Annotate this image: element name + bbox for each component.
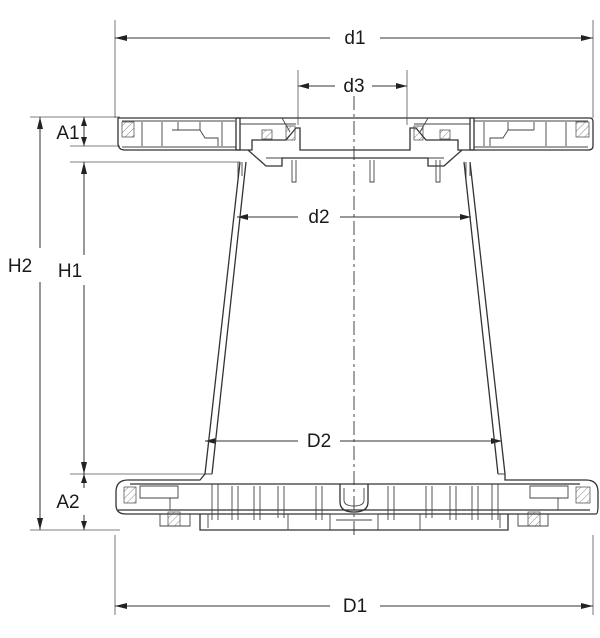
dimension-H1 <box>81 162 87 474</box>
dimension-d1 <box>115 35 593 41</box>
label-H2: H2 <box>8 256 32 277</box>
label-d1: d1 <box>344 28 365 49</box>
top-head-plate <box>117 117 594 183</box>
dimension-H2 <box>37 117 43 530</box>
label-d2: d2 <box>308 207 329 228</box>
label-D2: D2 <box>307 431 331 452</box>
label-A2: A2 <box>56 492 79 513</box>
tapered-body <box>204 161 506 475</box>
label-d3: d3 <box>343 76 364 97</box>
dimension-d2 <box>237 214 471 220</box>
extension-lines <box>30 20 594 615</box>
label-H1: H1 <box>58 261 82 282</box>
dimension-A2 <box>81 474 87 530</box>
dimension-labels: d1 d3 d2 D2 D1 A1 H1 H2 A2 <box>8 28 367 617</box>
label-D1: D1 <box>343 596 367 617</box>
base-plate <box>115 473 599 531</box>
label-A1: A1 <box>56 123 79 144</box>
dimension-D2 <box>205 438 502 444</box>
dimension-A1 <box>81 117 87 146</box>
dimension-D1 <box>115 603 593 609</box>
dimension-d3 <box>298 83 407 89</box>
